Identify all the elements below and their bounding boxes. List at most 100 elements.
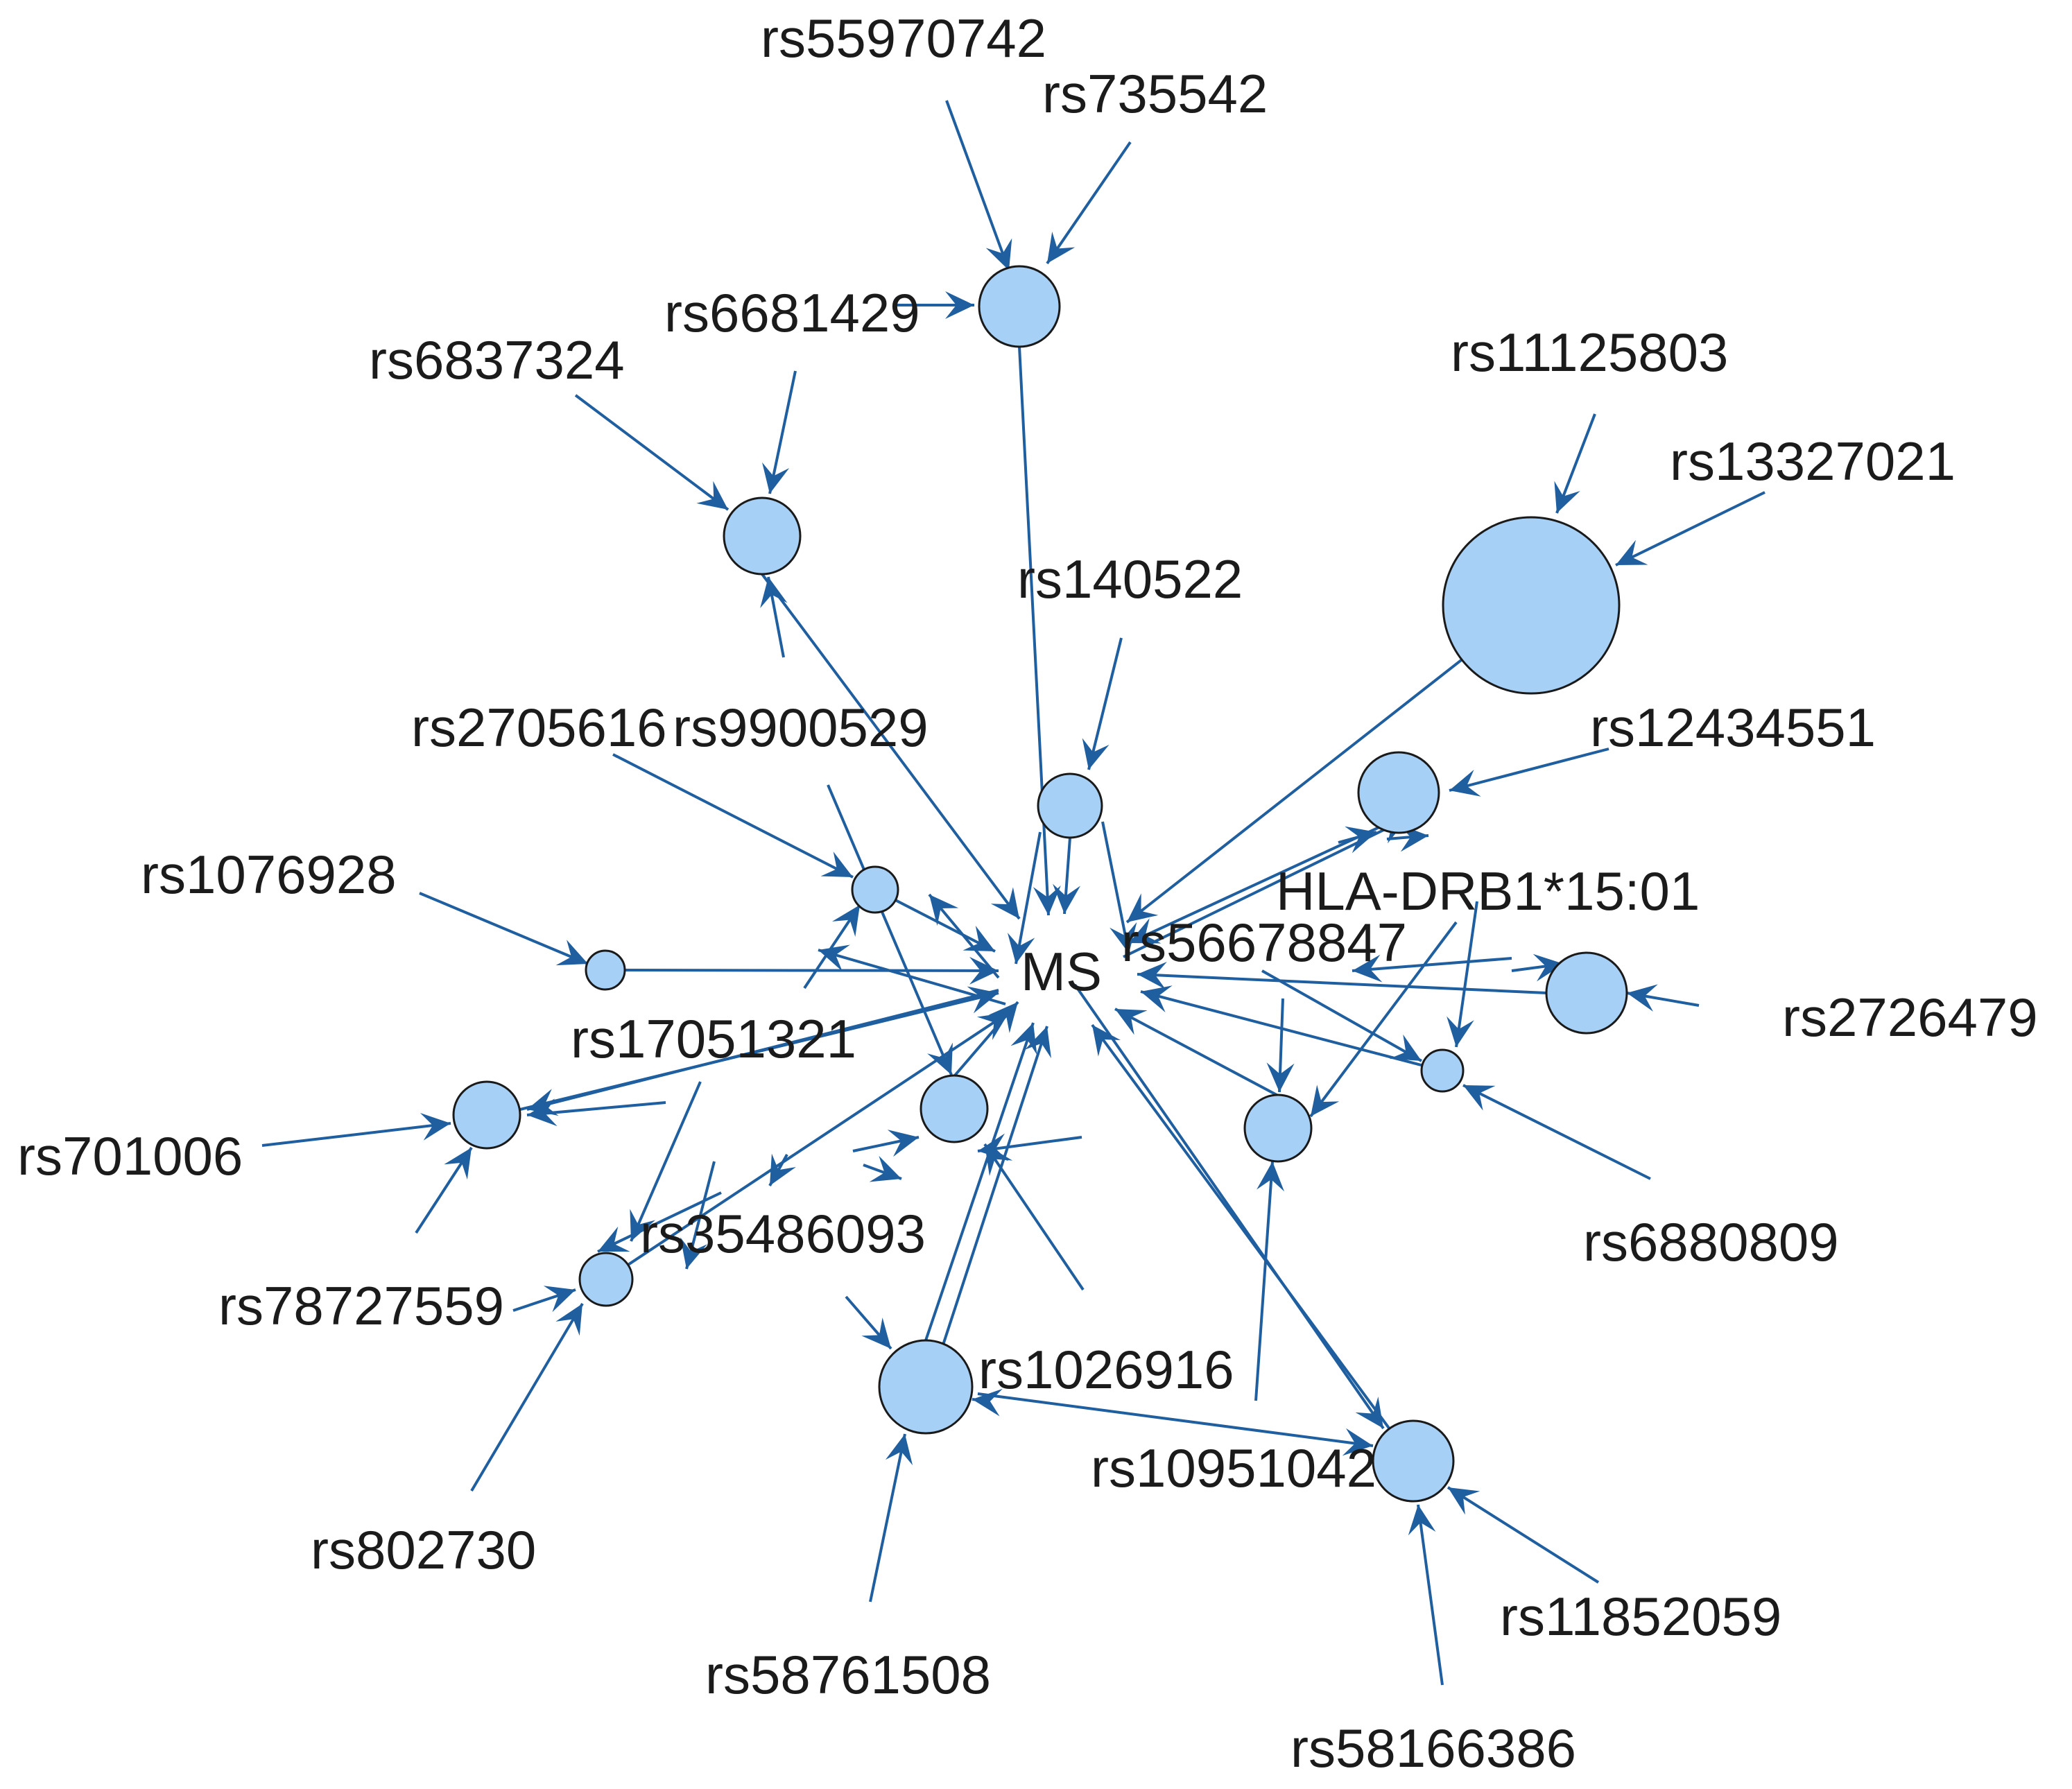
node-right: [1545, 951, 1628, 1035]
edge-15: [1015, 831, 1042, 965]
node-right-small: [1420, 1048, 1465, 1093]
edge-arrowhead-6: [969, 956, 999, 985]
node-upper-left: [723, 496, 802, 576]
node-label-rs6837324: rs6837324: [369, 329, 625, 390]
edge-18: [526, 989, 999, 1111]
edge-arrowhead-66: [680, 1237, 707, 1269]
edge-arrowhead-60: [1257, 1161, 1285, 1192]
edge-55: [470, 1302, 584, 1492]
edge-arrowhead-26: [760, 577, 788, 608]
edge-2: [761, 573, 1021, 920]
edge-arrowhead-23: [945, 291, 974, 319]
edge-arrowhead-49: [770, 1153, 796, 1186]
edge-arrowhead-55: [555, 1304, 582, 1336]
edge-arrowhead-30: [820, 852, 853, 877]
edge-63: [1073, 983, 1385, 1430]
node-label-rs35486093: rs35486093: [640, 1203, 926, 1264]
edge-16: [1101, 821, 1130, 954]
edge-arrowhead-16: [1110, 922, 1137, 953]
edge-arrowhead-28: [1616, 539, 1648, 565]
edge-28: [1615, 491, 1765, 567]
edge-arrowhead-25: [762, 462, 790, 494]
edge-arrowhead-40: [1389, 1034, 1422, 1061]
edge-66: [685, 1161, 716, 1270]
edge-25: [768, 370, 797, 494]
edge-arrowhead-19: [818, 944, 850, 971]
node-label-rs1026916: rs1026916: [978, 1339, 1234, 1400]
node-label-rs701006: rs701006: [17, 1125, 243, 1186]
node-label-rs56678847: rs56678847: [1121, 912, 1407, 973]
edge-arrowhead-64: [1448, 1487, 1480, 1515]
node-label-rs58166386: rs58166386: [1290, 1718, 1576, 1779]
node-label-rs1076928: rs1076928: [141, 844, 397, 905]
edge-37: [1352, 957, 1512, 972]
edge-arrowhead-56: [543, 1286, 576, 1313]
edge-arrowhead-45: [1266, 1062, 1295, 1092]
edge-57: [869, 1433, 906, 1602]
node-label-rs10951042: rs10951042: [1091, 1437, 1376, 1498]
edge-12: [605, 1011, 1010, 1281]
edge-arrowhead-22: [1047, 232, 1076, 263]
edge-21: [945, 100, 1010, 271]
node-label-rs735542: rs735542: [1042, 63, 1268, 124]
edge-arrowhead-17: [929, 894, 959, 926]
edge-arrowhead-21: [985, 238, 1012, 270]
node-label-rs55970742: rs55970742: [761, 8, 1046, 69]
edge-46: [1309, 921, 1458, 1118]
edge-arrowhead-12: [976, 1012, 1009, 1040]
edge-arrowhead-24: [696, 481, 728, 510]
edge-arrowhead-62: [1342, 1428, 1373, 1456]
edge-arrowhead-29: [1082, 738, 1110, 770]
edge-arrowhead-44: [1463, 1085, 1496, 1111]
edge-11: [1140, 990, 1443, 1072]
nodes-layer: [452, 265, 1628, 1503]
node-label-rs2726479: rs2726479: [1782, 987, 2038, 1048]
edge-39: [1455, 901, 1478, 1048]
edge-arrowhead-33: [1449, 770, 1481, 797]
edge-arrowhead-18: [527, 1089, 559, 1116]
edge-30: [612, 753, 854, 879]
edge-arrowhead-15: [1007, 933, 1035, 964]
edge-arrowhead-0: [1033, 885, 1061, 915]
edge-61: [935, 1026, 1048, 1367]
edge-44: [1462, 1084, 1651, 1180]
edge-52: [597, 1191, 722, 1253]
edge-arrowhead-2: [990, 887, 1019, 919]
node-label-rs9900529: rs9900529: [673, 697, 929, 758]
edge-arrowhead-1: [1053, 883, 1080, 914]
node-label-rs11125803: rs11125803: [1451, 322, 1728, 383]
edge-arrowhead-9: [988, 1002, 1018, 1033]
edge-arrowhead-14: [1092, 1025, 1121, 1057]
edge-arrowhead-53: [985, 1144, 1013, 1176]
edge-arrowhead-39: [1447, 1016, 1474, 1047]
edge-arrowhead-7: [1137, 961, 1167, 989]
node-right-mid: [1357, 751, 1440, 834]
edge-62: [977, 1392, 1374, 1447]
edge-48: [630, 1081, 702, 1242]
node-label-rs78727559: rs78727559: [218, 1275, 504, 1336]
edge-arrowhead-50: [887, 1130, 919, 1157]
edge-6: [624, 969, 999, 972]
edge-arrowhead-32: [832, 905, 860, 937]
node-label-rs6681429: rs6681429: [664, 282, 920, 343]
edge-arrowhead-65: [1408, 1505, 1436, 1536]
edge-arrowhead-63: [1355, 1397, 1383, 1428]
node-top: [978, 265, 1061, 348]
edge-arrowhead-54: [869, 1155, 901, 1182]
node-right-low: [1243, 1094, 1313, 1163]
edge-arrowhead-37: [1352, 954, 1383, 983]
edge-arrowhead-4: [1129, 918, 1162, 944]
edge-65: [1417, 1504, 1444, 1686]
edge-24: [574, 394, 729, 511]
edge-47: [526, 1101, 666, 1116]
edge-40: [1261, 969, 1422, 1062]
edge-arrowhead-5: [962, 926, 995, 951]
edge-34: [419, 892, 589, 965]
edge-arrowhead-10: [1115, 1009, 1148, 1035]
edge-arrowhead-61: [1024, 1026, 1051, 1059]
edge-42: [261, 1122, 451, 1147]
edge-29: [1087, 637, 1123, 770]
edge-arrowhead-13: [1010, 1023, 1037, 1055]
node-far-left: [585, 949, 626, 991]
